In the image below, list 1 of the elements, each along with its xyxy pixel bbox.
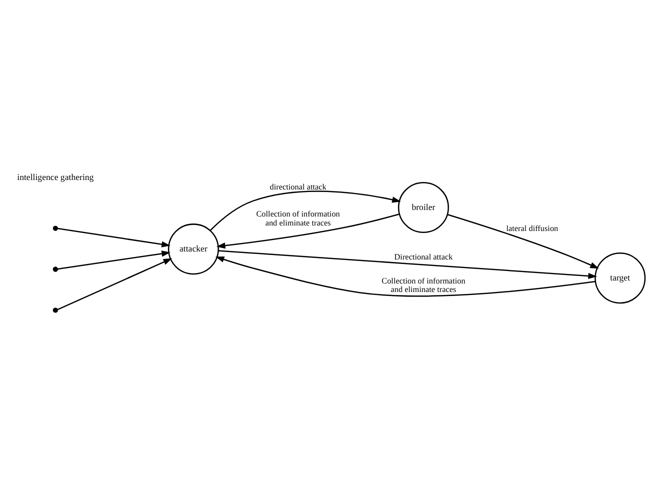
label: intelligence gathering — [17, 172, 94, 182]
